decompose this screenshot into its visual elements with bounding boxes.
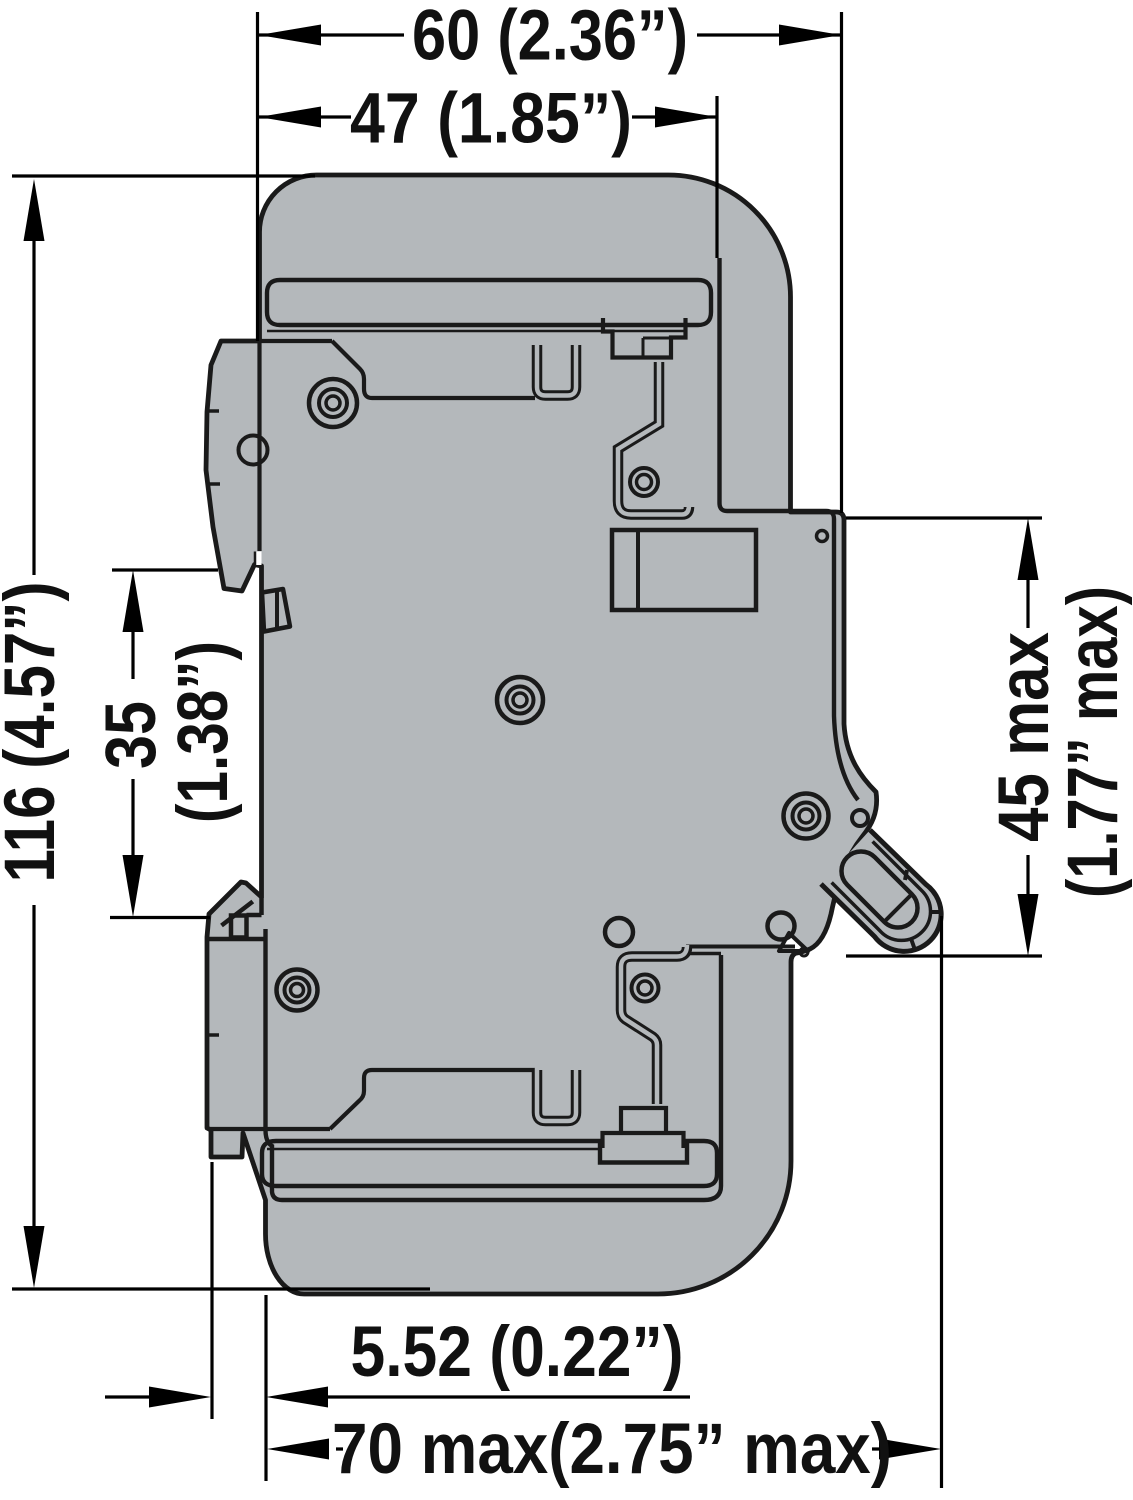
svg-text:35: 35 <box>92 701 171 769</box>
svg-text:70 max(2.75” max): 70 max(2.75” max) <box>332 1410 892 1489</box>
svg-text:60 (2.36”): 60 (2.36”) <box>412 0 688 76</box>
svg-text:5.52 (0.22”): 5.52 (0.22”) <box>351 1313 684 1392</box>
svg-text:45 max: 45 max <box>985 632 1064 842</box>
svg-text:(1.38”): (1.38”) <box>164 641 243 823</box>
svg-text:(1.77” max): (1.77” max) <box>1054 586 1133 898</box>
svg-text:116 (4.57”): 116 (4.57”) <box>0 582 70 883</box>
svg-text:47 (1.85”): 47 (1.85”) <box>350 80 632 159</box>
